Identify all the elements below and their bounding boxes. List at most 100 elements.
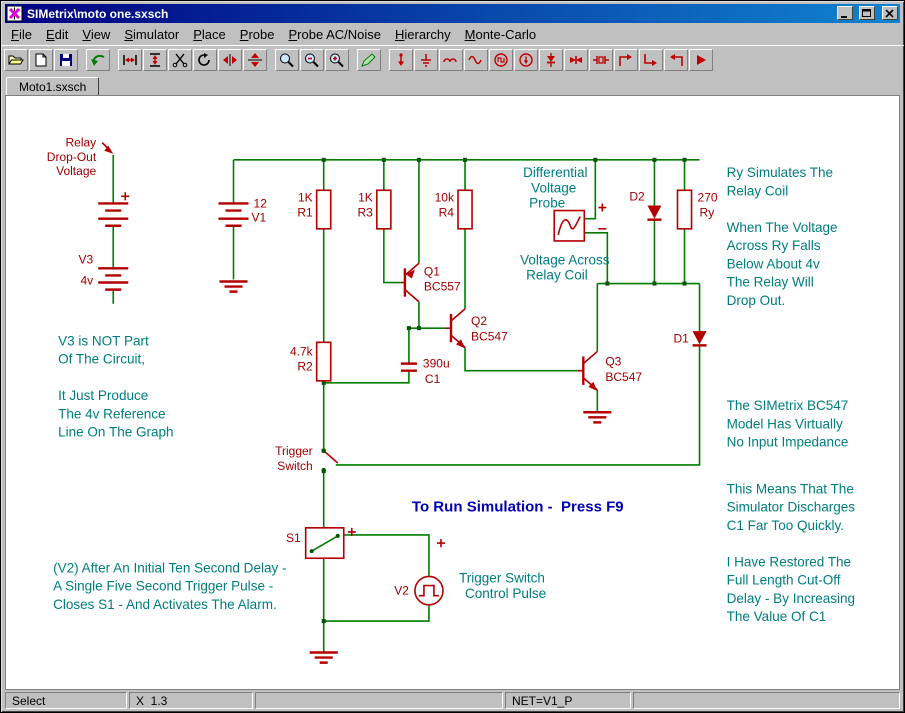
menu-probe[interactable]: Probe <box>239 27 275 42</box>
ry-name[interactable]: Ry <box>700 206 716 220</box>
trigger-switch[interactable] <box>321 448 339 473</box>
r1-resistor[interactable] <box>315 189 332 230</box>
probe-bottom-left-button[interactable] <box>639 48 663 71</box>
status-net: NET=V1_P <box>505 692 631 709</box>
q2-transistor[interactable] <box>444 308 466 349</box>
probe-title-line3: Probe <box>529 195 565 210</box>
open-button[interactable] <box>4 48 28 71</box>
v2-name[interactable]: V2 <box>394 584 409 598</box>
r1-value[interactable]: 1K <box>298 190 313 204</box>
r4-value[interactable]: 10k <box>435 190 455 204</box>
svg-text:The SIMetrix BC547: The SIMetrix BC547 <box>727 398 849 413</box>
menu-hierarchy[interactable]: Hierarchy <box>394 27 451 42</box>
diode-button[interactable] <box>539 48 563 71</box>
v3-name[interactable]: V3 <box>78 252 93 266</box>
new-button[interactable] <box>29 48 53 71</box>
r3-resistor[interactable] <box>376 189 392 230</box>
zoom-area-button[interactable] <box>275 48 299 71</box>
c1-capacitor[interactable] <box>400 362 417 372</box>
schematic-canvas[interactable]: Relay Drop-Out Voltage V3 4v 12 V1 1K R1… <box>5 95 900 690</box>
tab-bar: Moto1.sxsch <box>1 73 904 95</box>
q3-model[interactable]: BC547 <box>605 370 642 384</box>
close-button[interactable] <box>882 6 898 20</box>
annotation-left-1: V3 is NOT Part Of The Circuit, <box>58 333 149 366</box>
c1-value[interactable]: 390u <box>423 357 450 371</box>
s1-switch[interactable] <box>304 527 356 560</box>
v1-value[interactable]: 12 <box>254 196 268 210</box>
crystal-button[interactable] <box>589 48 613 71</box>
svg-text:This Means That The: This Means That The <box>727 481 854 496</box>
ry-resistor[interactable] <box>676 189 693 230</box>
q2-model[interactable]: BC547 <box>471 329 508 343</box>
inductor-button[interactable] <box>439 48 463 71</box>
r2-name[interactable]: R2 <box>297 360 313 374</box>
q1-transistor[interactable] <box>400 262 420 303</box>
wire-button[interactable] <box>357 48 381 71</box>
menu-edit[interactable]: Edit <box>45 27 69 42</box>
v1-name[interactable]: V1 <box>252 211 267 225</box>
undo-button[interactable] <box>86 48 110 71</box>
r4-resistor[interactable] <box>457 189 473 230</box>
probe-title-line1: Differential <box>523 165 587 180</box>
q1-model[interactable]: BC557 <box>424 280 461 294</box>
clock-source-button[interactable] <box>489 48 513 71</box>
menu-place[interactable]: Place <box>193 27 226 42</box>
flip-horizontal-button[interactable] <box>218 48 242 71</box>
d2-name[interactable]: D2 <box>629 189 645 203</box>
v1-battery[interactable] <box>218 202 249 293</box>
cut-button[interactable] <box>168 48 192 71</box>
minimize-button[interactable] <box>837 6 854 20</box>
v2-source[interactable] <box>414 538 445 606</box>
q3-transistor[interactable] <box>577 350 598 391</box>
sine-source-button[interactable] <box>464 48 488 71</box>
maximize-button[interactable] <box>858 6 875 20</box>
diode-pair-button[interactable] <box>564 48 588 71</box>
trigger-switch-label1: Trigger <box>275 444 313 458</box>
r3-value[interactable]: 1K <box>358 190 373 204</box>
menu-probe-ac-noise[interactable]: Probe AC/Noise <box>288 27 381 42</box>
d1-name[interactable]: D1 <box>673 331 689 345</box>
d2-diode[interactable] <box>647 205 662 221</box>
zoom-out-button[interactable] <box>300 48 324 71</box>
title-bar[interactable]: SIMetrix\moto one.sxsch <box>5 4 900 23</box>
svg-text:When The Voltage: When The Voltage <box>727 220 838 235</box>
tab-moto1[interactable]: Moto1.sxsch <box>6 77 100 95</box>
current-source-button[interactable] <box>514 48 538 71</box>
fit-width-button[interactable] <box>118 48 142 71</box>
probe-top-right-button[interactable] <box>664 48 688 71</box>
menu-file[interactable]: File <box>11 27 32 42</box>
d1-diode[interactable] <box>692 331 707 347</box>
fit-height-button[interactable] <box>143 48 167 71</box>
wires[interactable] <box>112 154 701 652</box>
probe-top-left-button[interactable] <box>614 48 638 71</box>
v3-value[interactable]: 4v <box>81 273 94 287</box>
r1-name[interactable]: R1 <box>297 206 313 220</box>
r2-value[interactable]: 4.7k <box>290 344 314 358</box>
menu-view[interactable]: View <box>82 27 111 42</box>
menu-simulator[interactable]: Simulator <box>124 27 180 42</box>
ground-symbol-main[interactable] <box>309 651 338 664</box>
rotate-button[interactable] <box>193 48 217 71</box>
differential-probe[interactable] <box>553 203 607 242</box>
ground-symbol-q3[interactable] <box>583 411 612 424</box>
q1-name[interactable]: Q1 <box>424 264 440 278</box>
r4-name[interactable]: R4 <box>439 206 455 220</box>
r2-resistor[interactable] <box>315 341 332 382</box>
q3-name[interactable]: Q3 <box>605 355 621 369</box>
voltage-probe-button[interactable] <box>389 48 413 71</box>
zoom-in-button[interactable] <box>325 48 349 71</box>
menu-monte-carlo[interactable]: Monte-Carlo <box>464 27 537 42</box>
inductor-icon <box>443 57 457 62</box>
run-button[interactable] <box>689 48 713 71</box>
ground-button[interactable] <box>414 48 438 71</box>
v2-caption-line2: Control Pulse <box>465 586 546 601</box>
s1-name[interactable]: S1 <box>286 531 301 545</box>
r3-name[interactable]: R3 <box>357 206 373 220</box>
save-button[interactable] <box>54 48 78 71</box>
v3-battery[interactable] <box>98 142 130 291</box>
q2-name[interactable]: Q2 <box>471 314 487 328</box>
diode-pair-icon <box>570 55 582 64</box>
flip-vertical-button[interactable] <box>243 48 267 71</box>
ry-value[interactable]: 270 <box>698 190 718 204</box>
c1-name[interactable]: C1 <box>425 372 441 386</box>
